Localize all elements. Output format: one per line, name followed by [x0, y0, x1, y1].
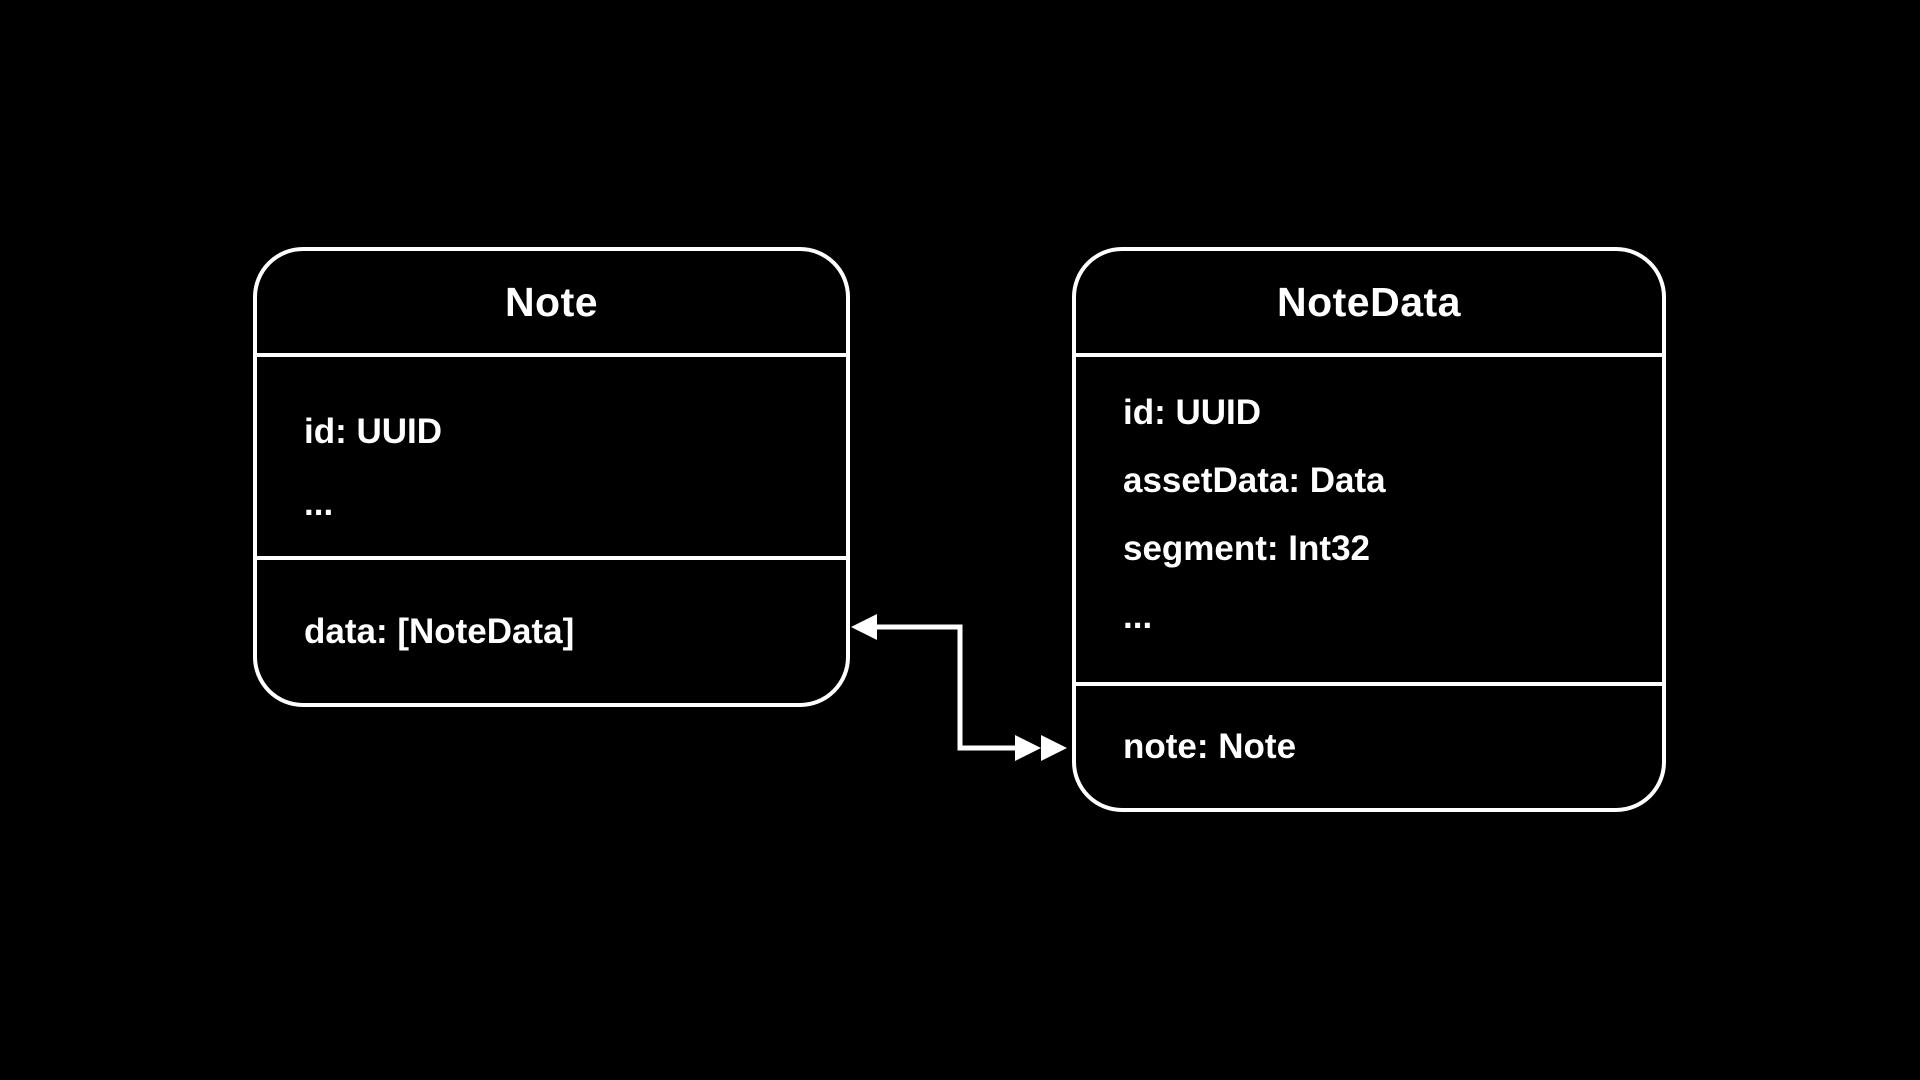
entity-notedata-title: NoteData: [1277, 278, 1461, 325]
attribute-row-ellipsis: ...: [304, 484, 334, 523]
entity-notedata-attributes-section: id: UUID assetData: Data segment: Int32 …: [1076, 353, 1662, 682]
entity-note: Note id: UUID ... data: [NoteData]: [253, 247, 850, 707]
connector-line: [877, 624, 1018, 751]
relationship-row: data: [NoteData]: [304, 611, 575, 651]
double-arrowhead-right-icon: [1015, 735, 1041, 761]
arrowhead-left-icon: [851, 614, 877, 640]
entity-notedata: NoteData id: UUID assetData: Data segmen…: [1072, 247, 1666, 812]
entity-note-title: Note: [504, 278, 599, 325]
attribute-row: id: UUID: [1123, 393, 1262, 432]
attribute-row: id: UUID: [304, 412, 443, 451]
double-arrowhead-right-icon: [1041, 735, 1067, 761]
entity-note-attributes-section: id: UUID ...: [257, 353, 846, 556]
attribute-row: segment: Int32: [1123, 529, 1370, 568]
entity-note-relationships-section: data: [NoteData]: [257, 556, 846, 703]
attribute-row: assetData: Data: [1123, 461, 1386, 500]
entity-notedata-relationships-section: note: Note: [1076, 682, 1662, 808]
relationship-row: note: Note: [1123, 727, 1297, 766]
attribute-row-ellipsis: ...: [1123, 597, 1153, 636]
